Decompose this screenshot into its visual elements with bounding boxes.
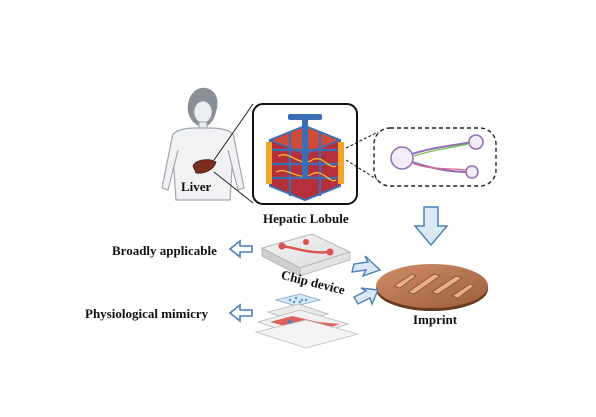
chip-device-icon	[260, 233, 352, 277]
left-arrow-icon	[228, 239, 253, 259]
chip-layers-icon	[254, 293, 360, 349]
connector-line	[213, 171, 254, 204]
liver-label: Liver	[181, 179, 212, 194]
microchannel-panel	[373, 127, 497, 187]
imprint-label: Imprint	[413, 312, 458, 327]
silicon-wafer-icon	[376, 264, 488, 311]
hepatic-lobule-label: Hepatic Lobule	[263, 211, 349, 226]
left-arrow-icon	[353, 287, 380, 306]
connector-line	[213, 103, 254, 161]
left-arrow-icon	[351, 255, 382, 278]
broadly-applicable-label: Broadly applicable	[112, 243, 217, 258]
physiological-mimicry-label: Physiological mimicry	[85, 306, 209, 321]
left-arrow-icon	[228, 303, 253, 323]
down-arrow-icon	[413, 206, 449, 247]
microchannel-icon	[390, 134, 484, 179]
connector-line	[345, 131, 379, 149]
liver-organ-icon	[192, 159, 217, 174]
connector-line	[345, 159, 379, 181]
hepatic-lobule-icon	[266, 114, 344, 202]
hepatic-lobule-panel	[252, 103, 358, 205]
